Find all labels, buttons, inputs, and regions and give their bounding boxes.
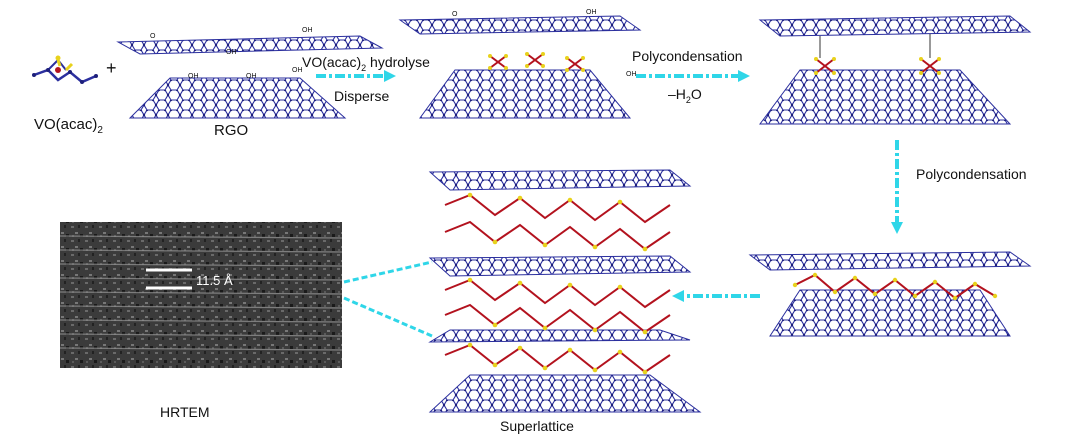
label-lattice-spacing: 11.5 Å — [196, 273, 233, 288]
fg-bottom-cooh: OH — [292, 67, 303, 74]
label-superlattice: Superlattice — [500, 418, 574, 434]
superlattice-structure — [428, 169, 702, 413]
hrtem-image — [59, 222, 343, 368]
stage2-bottom-sheet — [419, 69, 632, 119]
label-polycondensation-side: Polycondensation — [916, 166, 1027, 182]
stage3-vo-clusters — [814, 34, 941, 75]
arrow-polycondensation-top — [636, 70, 750, 82]
label-hydrolyse: VO(acac)2 hydrolyse — [302, 54, 430, 73]
arrow-to-superlattice — [672, 290, 760, 302]
label-vo-acac: VO(acac)2 — [34, 116, 103, 136]
label-polycondensation-top: Polycondensation — [632, 48, 743, 64]
stage2-vo-clusters — [488, 52, 585, 72]
rgo-bottom-sheet — [128, 77, 347, 119]
label-water-loss: –H2O — [668, 86, 702, 105]
stage4-top-sheet — [748, 251, 1032, 271]
arrow-disperse — [316, 70, 396, 82]
stage3-top-sheet — [758, 15, 1032, 37]
fg-top-sheet-o: O — [150, 33, 156, 40]
superlattice-vo-layer-3 — [444, 342, 671, 375]
label-disperse: Disperse — [334, 88, 390, 104]
label-rgo: RGO — [214, 122, 249, 139]
rgo-top-sheet — [116, 35, 384, 55]
superlattice-vo-layer-2 — [444, 277, 671, 335]
fg-bottom-oh2: OH — [246, 73, 257, 80]
superlattice-vo-layer-1 — [444, 192, 671, 252]
hrtem-connector-lines — [343, 260, 433, 338]
fg-stage2-cooh: OH — [626, 71, 637, 78]
label-hrtem: HRTEM — [160, 404, 210, 420]
stage2-top-sheet — [398, 15, 642, 35]
stage4-vo-layer — [792, 272, 998, 301]
fg-top-sheet-cooh: OH — [302, 27, 313, 34]
fg-stage2-top-oh: OH — [586, 9, 597, 16]
vo-acac-molecule — [32, 55, 98, 84]
stage3-bottom-sheet — [759, 69, 1012, 125]
fg-bottom-oh1: OH — [188, 73, 199, 80]
fg-stage2-top-o: O — [452, 11, 458, 18]
stage4-bottom-sheet — [769, 289, 1011, 337]
label-plus: + — [106, 58, 117, 78]
arrow-polycondensation-down — [891, 140, 903, 234]
fg-top-sheet-oh: OH — [226, 49, 237, 56]
